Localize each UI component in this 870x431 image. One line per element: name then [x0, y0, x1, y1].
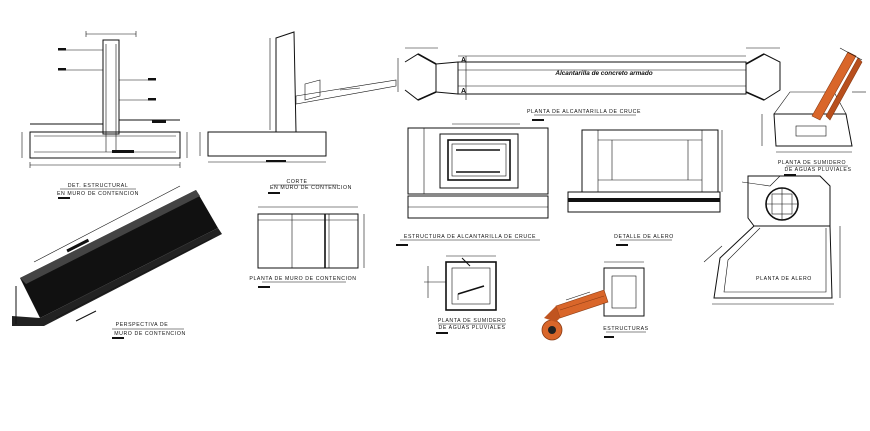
- det-estructural-drawing: DET. ESTRUCTURAL EN MURO DE CONTENCION: [21, 31, 188, 199]
- perspectiva-subcaption: MURO DE CONTENCION: [114, 331, 186, 337]
- planta-alero-drawing: PLANTA DE ALERO: [703, 175, 841, 305]
- planta-alero-caption: PLANTA DE ALERO: [756, 276, 812, 282]
- corte-caption: CORTE: [286, 179, 307, 185]
- planta-sumidero-left-subcaption: DE AGUAS PLUVIALES: [438, 325, 505, 331]
- planta-muro-caption: PLANTA DE MURO DE CONTENCION: [249, 276, 356, 282]
- detalle-alero-caption: DETALLE DE ALERO: [614, 234, 674, 240]
- planta-muro-drawing: PLANTA DE MURO DE CONTENCION: [249, 206, 365, 288]
- alcantarilla-title: Alcantarilla de concreto armado: [554, 70, 652, 77]
- planta-sumidero-right-subcaption: DE AGUAS PLUVIALES: [784, 167, 851, 173]
- alcantarilla-plan-drawing: A A Alcantarilla de concreto armado PLAN…: [397, 47, 781, 121]
- estructuras-caption: ESTRUCTURAS: [603, 326, 649, 332]
- planta-sumidero-left-drawing: PLANTA DE SUMIDERO DE AGUAS PLUVIALES: [424, 255, 506, 334]
- detalle-alero-drawing: DETALLE DE ALERO: [567, 129, 723, 246]
- estructuras-drawing: ESTRUCTURAS: [541, 261, 649, 341]
- planta-sumidero-left-caption: PLANTA DE SUMIDERO: [438, 318, 506, 324]
- section-marker-a-top: A: [461, 57, 466, 64]
- section-marker-a-bottom: A: [461, 88, 466, 95]
- det-estructural-caption: DET. ESTRUCTURAL: [68, 183, 129, 189]
- estructura-alcantarilla-drawing: ESTRUCTURA DE ALCANTARILLA DE CRUCE: [396, 123, 549, 246]
- corte-subcaption: EN MURO DE CONTENCION: [270, 185, 352, 191]
- perspectiva-caption: PERSPECTIVA DE: [116, 322, 169, 328]
- perspectiva-drawing: PERSPECTIVA DE MURO DE CONTENCION: [12, 185, 222, 339]
- planta-sumidero-right-drawing: PLANTA DE SUMIDERO DE AGUAS PLUVIALES: [761, 47, 866, 176]
- estructura-alcantarilla-caption: ESTRUCTURA DE ALCANTARILLA DE CRUCE: [404, 234, 536, 240]
- planta-alcantarilla-caption: PLANTA DE ALCANTARILLA DE CRUCE: [527, 109, 641, 115]
- planta-sumidero-right-caption: PLANTA DE SUMIDERO: [778, 160, 846, 166]
- det-estructural-subcaption: EN MURO DE CONTENCION: [57, 191, 139, 197]
- corte-drawing: CORTE EN MURO DE CONTENCION: [199, 31, 397, 194]
